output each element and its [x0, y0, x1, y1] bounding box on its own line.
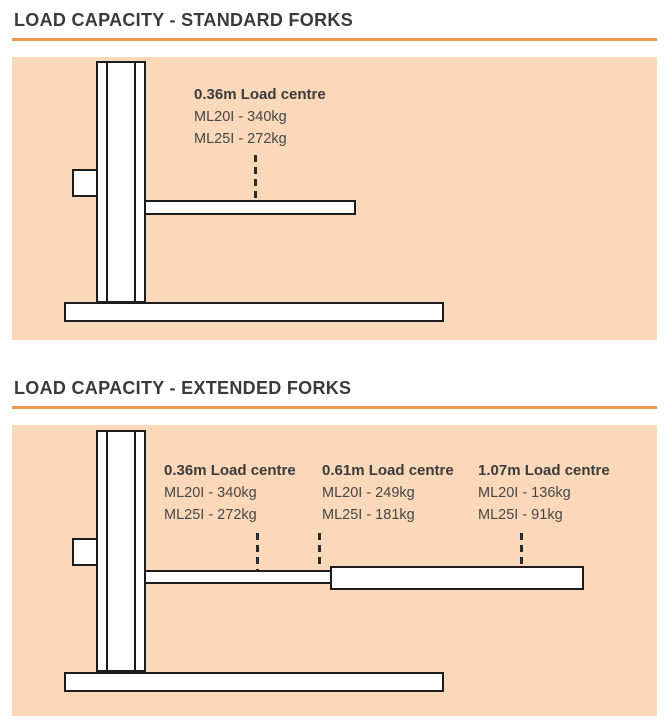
capacity-ml20: ML20I - 136kg — [478, 485, 571, 501]
load-centre-title: 0.36m Load centre — [164, 462, 296, 479]
mast-inner-channel — [106, 430, 136, 672]
standard-fork — [144, 570, 354, 584]
capacity-ml25: ML25I - 272kg — [194, 131, 287, 147]
orange-divider — [12, 406, 657, 409]
capacity-ml25: ML25I - 91kg — [478, 507, 563, 523]
capacity-ml25: ML25I - 272kg — [164, 507, 257, 523]
mast-bracket — [72, 538, 98, 566]
annotation-load-centre-107: 1.07m Load centre ML20I - 136kg ML25I - … — [478, 459, 610, 526]
capacity-ml20: ML20I - 340kg — [164, 485, 257, 501]
mast-inner-channel — [106, 61, 136, 303]
capacity-ml20: ML20I - 249kg — [322, 485, 415, 501]
section-title-standard-forks: LOAD CAPACITY - STANDARD FORKS — [14, 10, 353, 30]
load-centre-title: 1.07m Load centre — [478, 462, 610, 479]
capacity-ml25: ML25I - 181kg — [322, 507, 415, 523]
annotation-load-centre-036: 0.36m Load centre ML20I - 340kg ML25I - … — [194, 83, 326, 150]
load-centre-dashed-line-107 — [520, 533, 523, 567]
load-centre-dashed-line — [254, 155, 257, 201]
annotation-load-centre-036: 0.36m Load centre ML20I - 340kg ML25I - … — [164, 459, 296, 526]
base-leg — [64, 672, 444, 692]
capacity-ml20: ML20I - 340kg — [194, 109, 287, 125]
mast-bracket — [72, 169, 98, 197]
fork-extension — [330, 566, 584, 590]
load-centre-title: 0.61m Load centre — [322, 462, 454, 479]
diagram-panel-standard-forks: 0.36m Load centre ML20I - 340kg ML25I - … — [12, 57, 657, 340]
base-leg — [64, 302, 444, 322]
standard-fork — [144, 200, 356, 215]
diagram-panel-extended-forks: 0.36m Load centre ML20I - 340kg ML25I - … — [12, 425, 657, 716]
section-title-extended-forks: LOAD CAPACITY - EXTENDED FORKS — [14, 378, 352, 398]
orange-divider — [12, 38, 657, 41]
load-centre-dashed-line-036 — [256, 533, 259, 571]
load-centre-dashed-line-061 — [318, 533, 321, 567]
load-centre-title: 0.36m Load centre — [194, 86, 326, 103]
annotation-load-centre-061: 0.61m Load centre ML20I - 249kg ML25I - … — [322, 459, 454, 526]
